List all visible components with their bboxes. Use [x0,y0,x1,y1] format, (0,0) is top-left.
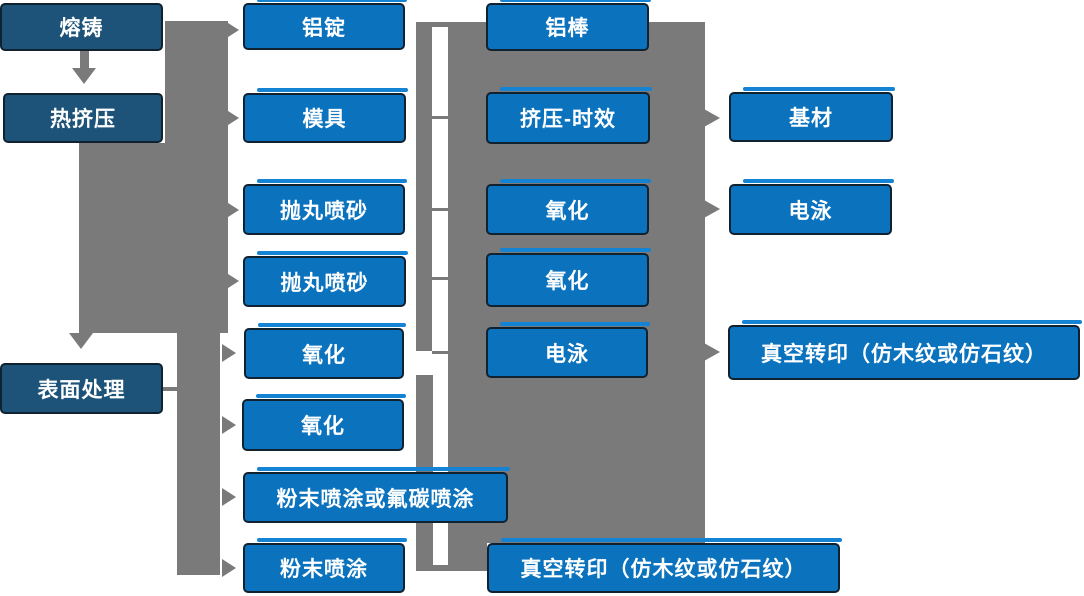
node-substrate: 基材 [729,87,895,142]
node-oxidation-3: 氧化 [486,179,651,235]
node-label: 真空转印（仿木纹或仿石纹） [520,558,807,581]
node-label: 氧化 [301,415,345,438]
node-extrusion-aging: 挤压-时效 [486,87,652,144]
connector-mid-link-3 [432,277,450,280]
node-electrophoresis-1: 电泳 [486,322,650,378]
node-aluminum-rod: 铝棒 [486,0,651,51]
arrow-right-icon [704,343,720,361]
connector-trunk-lower [177,333,220,575]
node-vacuum-transfer-print-right: 真空转印（仿木纹或仿石纹） [728,320,1082,380]
arrow-right-icon [704,200,720,218]
connector-mid-link-2 [432,208,450,211]
node-label: 挤压-时效 [520,108,616,131]
node-label: 氧化 [545,270,590,293]
node-surface-treatment: 表面处理 [0,363,163,414]
arrow-down-icon [72,68,96,84]
node-label: 电泳 [788,199,833,223]
arrow-down-icon [69,333,93,349]
arrow-right-icon [222,344,236,362]
node-oxidation-1: 氧化 [244,323,406,379]
connector-surface-link [162,387,178,391]
connector-mid-bottom-arm [433,565,449,571]
node-hot-extrusion: 热挤压 [3,93,163,143]
connector-mid-band-upper [416,22,432,351]
arrow-right-icon [225,201,239,219]
node-label: 热挤压 [50,108,116,131]
node-electrophoresis-2: 电泳 [729,179,894,235]
node-label: 氧化 [545,199,590,223]
node-aluminum-ingot: 铝锭 [243,0,407,50]
node-label: 基材 [789,107,833,130]
arrow-right-icon [225,21,239,39]
arrow-right-icon [222,416,236,434]
node-label: 铝锭 [302,16,346,40]
node-label: 抛丸喷砂 [280,271,369,295]
connector-trunk-upper [165,21,228,143]
node-label: 抛丸喷砂 [280,199,368,223]
node-label: 模具 [302,108,347,131]
connector-main-block-foot [448,543,487,571]
node-oxidation-4: 氧化 [486,248,651,307]
node-shot-blasting-1: 抛丸喷砂 [243,179,407,235]
node-label: 粉末喷涂或氟碳喷涂 [276,487,475,511]
node-label: 铝棒 [545,17,590,40]
arrow-right-icon [225,109,239,127]
connector-mid-top-arm [416,22,450,27]
connector-trunk-wide [79,143,228,333]
node-vacuum-transfer-print-bottom: 真空转印（仿木纹或仿石纹） [487,538,842,593]
node-powder-coating: 粉末喷涂 [243,538,407,593]
arrow-right-icon [225,272,239,290]
node-label: 电泳 [545,342,589,366]
arrow-right-icon [704,109,720,127]
node-label: 表面处理 [37,378,126,402]
connector-melt-stem [80,51,89,69]
node-label: 氧化 [302,343,346,367]
arrow-right-icon [222,488,236,506]
node-shot-blasting-2: 抛丸喷砂 [243,251,408,307]
node-mold: 模具 [243,88,408,143]
arrow-right-icon [222,559,236,577]
node-label: 熔铸 [59,17,104,40]
connector-mid-link-1 [432,116,450,119]
node-label: 粉末喷涂 [280,558,368,581]
node-label: 真空转印（仿木纹或仿石纹） [761,342,1047,366]
connector-mid-link-4 [432,351,450,354]
node-melting-casting: 熔铸 [0,3,163,51]
node-powder-or-fluorocarbon-coating: 粉末喷涂或氟碳喷涂 [243,467,510,523]
node-oxidation-2: 氧化 [242,394,406,451]
